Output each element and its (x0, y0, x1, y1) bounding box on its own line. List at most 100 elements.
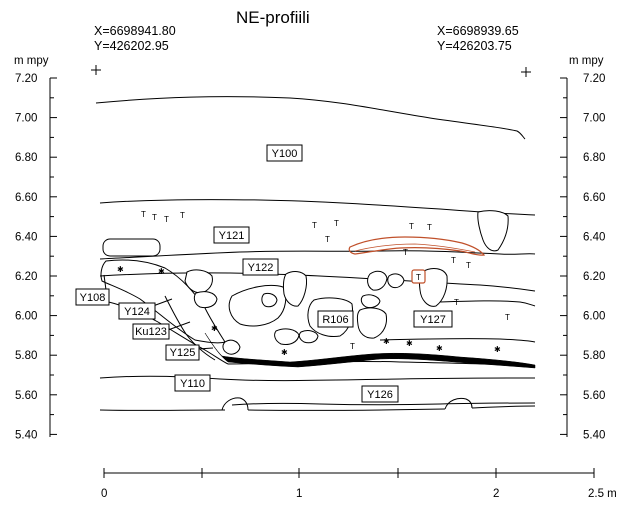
stone (477, 210, 509, 252)
right-elevation-tick-labels: 7.207.006.806.606.406.206.005.805.605.40 (583, 73, 605, 441)
layer-label-y127: Y127 (420, 314, 446, 326)
right-elevation-ticks (560, 77, 567, 435)
layer-label-box-y124 (118, 302, 156, 320)
elevation-tick-label: 6.00 (583, 311, 605, 323)
y100-lower-boundary (99, 199, 536, 216)
y126-pocket-outline (444, 397, 473, 410)
right-x-coordinate: X=6698939.65 (437, 24, 519, 38)
right-unit-label: m mpy (569, 55, 604, 67)
stone (102, 238, 161, 257)
elevation-tick-label: 6.60 (583, 192, 605, 204)
elevation-tick-label: 6.40 (583, 231, 605, 243)
distance-tick-label: 0 (101, 488, 107, 500)
elevation-tick-label: 5.80 (15, 350, 37, 362)
ground-surface-line (95, 96, 526, 140)
elevation-tick-label: 6.80 (15, 152, 37, 164)
t-mark: T (312, 221, 317, 230)
t-mark: T (180, 211, 185, 220)
t-mark: T (350, 342, 355, 351)
stone (367, 270, 388, 291)
y127-upper-boundary (439, 300, 536, 307)
stone (274, 328, 300, 345)
layer-label-y121: Y121 (219, 230, 245, 242)
t-mark: T (427, 223, 432, 232)
right-y-coordinate: Y=426203.75 (437, 39, 512, 53)
stone (387, 273, 405, 289)
stone (282, 271, 307, 307)
layer-label-box-y121 (213, 226, 250, 244)
layer-label-box-y108 (75, 288, 110, 306)
y126-pocket-outline (221, 397, 249, 411)
layer-label-box-y110 (174, 374, 211, 392)
elevation-tick-label: 5.60 (583, 390, 605, 402)
t-mark: T (403, 248, 408, 257)
y125-leader-line (197, 347, 214, 350)
bottom-boundary (471, 405, 536, 409)
brick-fragment (411, 269, 426, 284)
y122-boundary (99, 272, 536, 292)
stone (298, 330, 319, 344)
left-unit-label: m mpy (14, 55, 49, 67)
elevation-tick-label: 6.20 (583, 271, 605, 283)
ku123-leader-line (167, 321, 191, 331)
layer-label-ku123: Ku123 (135, 326, 167, 338)
layer-label-y126: Y126 (367, 389, 393, 401)
layer-label-box-y122 (242, 258, 279, 276)
elevation-tick-label: 7.00 (15, 113, 37, 125)
stone (360, 294, 381, 309)
y121-lower-boundary (99, 250, 536, 260)
elevation-tick-label: 7.20 (15, 73, 37, 85)
t-mark: T (409, 222, 414, 231)
layer-label-y124: Y124 (124, 306, 150, 318)
brick-fragment-band (348, 236, 486, 256)
t-mark: T (466, 261, 471, 270)
y110-upper-boundary (99, 375, 536, 382)
stone (222, 339, 241, 355)
charcoal-star-mark: ✱ (158, 267, 165, 276)
elevation-tick-label: 6.40 (15, 231, 37, 243)
charcoal-star-mark: ✱ (494, 345, 501, 354)
layer-label-box-y100 (266, 144, 303, 162)
stone (193, 291, 218, 309)
charcoal-star-mark: ✱ (117, 265, 124, 274)
t-mark: T (325, 235, 330, 244)
ku123-boundary (164, 295, 216, 361)
t-mark: T (164, 215, 169, 224)
elevation-tick-label: 5.60 (15, 390, 37, 402)
t-mark: T (334, 219, 339, 228)
elevation-tick-label: 6.20 (15, 271, 37, 283)
charcoal-star-mark: ✱ (281, 348, 288, 357)
stone (228, 284, 287, 327)
y124-leader-line (152, 298, 173, 307)
t-mark: T (454, 298, 459, 307)
layer-label-box-y127 (413, 310, 453, 328)
y127-lower-boundary (379, 338, 536, 343)
stone (261, 292, 278, 308)
brick-fragment-band (354, 243, 476, 253)
distance-tick-label: 2.5 m (588, 488, 617, 500)
elevation-tick-label: 6.00 (15, 311, 37, 323)
bottom-boundary (247, 408, 446, 411)
layer-label-box-ku123 (132, 323, 170, 340)
y108-leader-line (103, 274, 107, 291)
layer-label-y125: Y125 (170, 347, 196, 359)
layer-label-r106: R106 (322, 314, 348, 326)
elevation-tick-label: 5.40 (15, 429, 37, 441)
y126-upper-boundary (231, 402, 536, 406)
layer-label-box-y125 (165, 344, 200, 361)
charcoal-star-mark: ✱ (436, 344, 443, 353)
distance-tick-label: 1 (296, 488, 302, 500)
distance-axis (103, 468, 595, 478)
left-y-coordinate: Y=426202.95 (94, 39, 169, 53)
distance-tick-label: 2 (493, 488, 499, 500)
left-x-coordinate: X=6698941.80 (94, 24, 176, 38)
elevation-tick-label: 6.80 (583, 152, 605, 164)
elevation-tick-label: 5.80 (583, 350, 605, 362)
drawing-title: NE-profiili (236, 8, 310, 27)
elevation-tick-label: 7.20 (583, 73, 605, 85)
stone (356, 307, 387, 339)
elevation-tick-label: 5.40 (583, 429, 605, 441)
stone (184, 269, 213, 294)
left-elevation-tick-labels: 7.207.006.806.606.406.206.005.805.605.40 (15, 73, 37, 441)
